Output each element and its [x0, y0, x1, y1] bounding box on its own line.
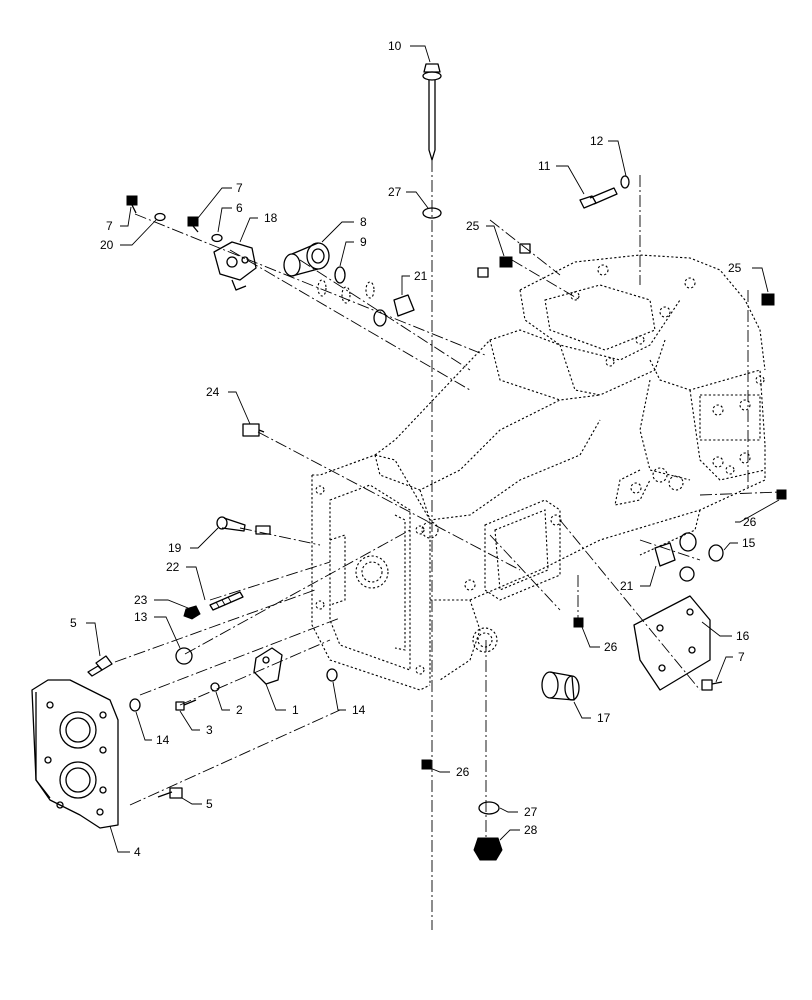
- part-5-bolt-a: [87, 655, 113, 677]
- part-28-drain-plug: [473, 837, 503, 861]
- part-23-nut: [183, 605, 201, 620]
- part-26-plug-b: [421, 759, 432, 770]
- callout-3: 3: [206, 723, 213, 737]
- transmission-housing: [311, 254, 766, 691]
- callout-16: 16: [736, 629, 750, 643]
- part-7-screw-a: [126, 195, 138, 214]
- callout-12: 12: [590, 134, 604, 148]
- part-1-plate: [253, 647, 283, 685]
- callout-5-bottom: 5: [206, 797, 213, 811]
- part-10-dipstick: [422, 63, 442, 161]
- callout-7-a: 7: [106, 219, 113, 233]
- part-27-o-ring-lower: [478, 801, 500, 815]
- part-21-bushing-upper: [373, 294, 415, 327]
- callout-25-right: 25: [728, 261, 742, 275]
- part-14-pin-a: [129, 698, 141, 712]
- shims: [317, 279, 375, 304]
- part-18-bracket: [213, 241, 257, 291]
- part-13-seal: [175, 647, 193, 665]
- part-19-bolt: [216, 516, 271, 535]
- callout-10: 10: [388, 39, 402, 53]
- callout-1: 1: [292, 703, 299, 717]
- callout-24: 24: [206, 385, 220, 399]
- part-25-plug-right: [761, 293, 775, 306]
- part-2-washer: [210, 682, 220, 692]
- part-12-washer: [620, 175, 630, 189]
- part-16-cover: [633, 595, 711, 691]
- callout-19: 19: [168, 541, 182, 555]
- callout-26-mid: 26: [604, 640, 618, 654]
- part-11-bolt: [579, 187, 618, 209]
- callout-7-c: 7: [738, 650, 745, 664]
- part-3-screw: [175, 699, 197, 711]
- callout-15: 15: [742, 536, 756, 550]
- callout-17: 17: [597, 711, 611, 725]
- callout-28: 28: [524, 823, 538, 837]
- callout-25-left: 25: [466, 219, 480, 233]
- callout-8: 8: [360, 215, 367, 229]
- callout-5-top: 5: [70, 616, 77, 630]
- part-17-bushing: [541, 671, 580, 701]
- part-26-plug-a: [573, 617, 584, 628]
- part-25-plug-left: [477, 243, 531, 278]
- part-4-cover-plate: [31, 679, 119, 829]
- part-21-bushing-lower: [654, 532, 697, 582]
- leader-lines: [86, 45, 780, 853]
- part-20-washer: [154, 212, 166, 222]
- part-8-bearing: [283, 242, 330, 277]
- callout-18: 18: [264, 211, 278, 225]
- callout-9: 9: [360, 235, 367, 249]
- part-5-bolt-b: [157, 787, 183, 799]
- callout-23: 23: [134, 593, 148, 607]
- callout-11: 11: [538, 159, 551, 173]
- part-22-stud: [209, 591, 244, 611]
- callout-21-top: 21: [414, 269, 428, 283]
- part-7-screw-b: [187, 216, 199, 233]
- part-9-snap-ring: [334, 266, 346, 284]
- callout-27-bottom: 27: [524, 805, 538, 819]
- callout-7-b: 7: [236, 181, 243, 195]
- part-24-plug: [242, 423, 265, 437]
- part-14-pin-b: [326, 668, 338, 682]
- callout-13: 13: [134, 610, 148, 624]
- callout-27-top: 27: [388, 185, 402, 199]
- callout-4: 4: [134, 845, 141, 859]
- part-26-plug-c: [776, 489, 787, 500]
- callout-2: 2: [236, 703, 243, 717]
- part-7-screw-c: [701, 679, 723, 691]
- callout-14-right: 14: [352, 703, 366, 717]
- callout-labels: 10 27 11 12 7 20 7 6 18 8 9 21 25 25 24 …: [70, 39, 757, 859]
- callout-20: 20: [100, 238, 114, 252]
- callout-26-bottom: 26: [456, 765, 470, 779]
- callout-22: 22: [166, 560, 180, 574]
- part-15-seal: [708, 544, 724, 562]
- callout-6: 6: [236, 201, 243, 215]
- callout-21-bottom: 21: [620, 579, 634, 593]
- part-6-washer: [211, 233, 223, 243]
- callout-14-left: 14: [156, 733, 170, 747]
- part-27-o-ring-upper: [422, 207, 442, 219]
- callout-26-right: 26: [743, 515, 757, 529]
